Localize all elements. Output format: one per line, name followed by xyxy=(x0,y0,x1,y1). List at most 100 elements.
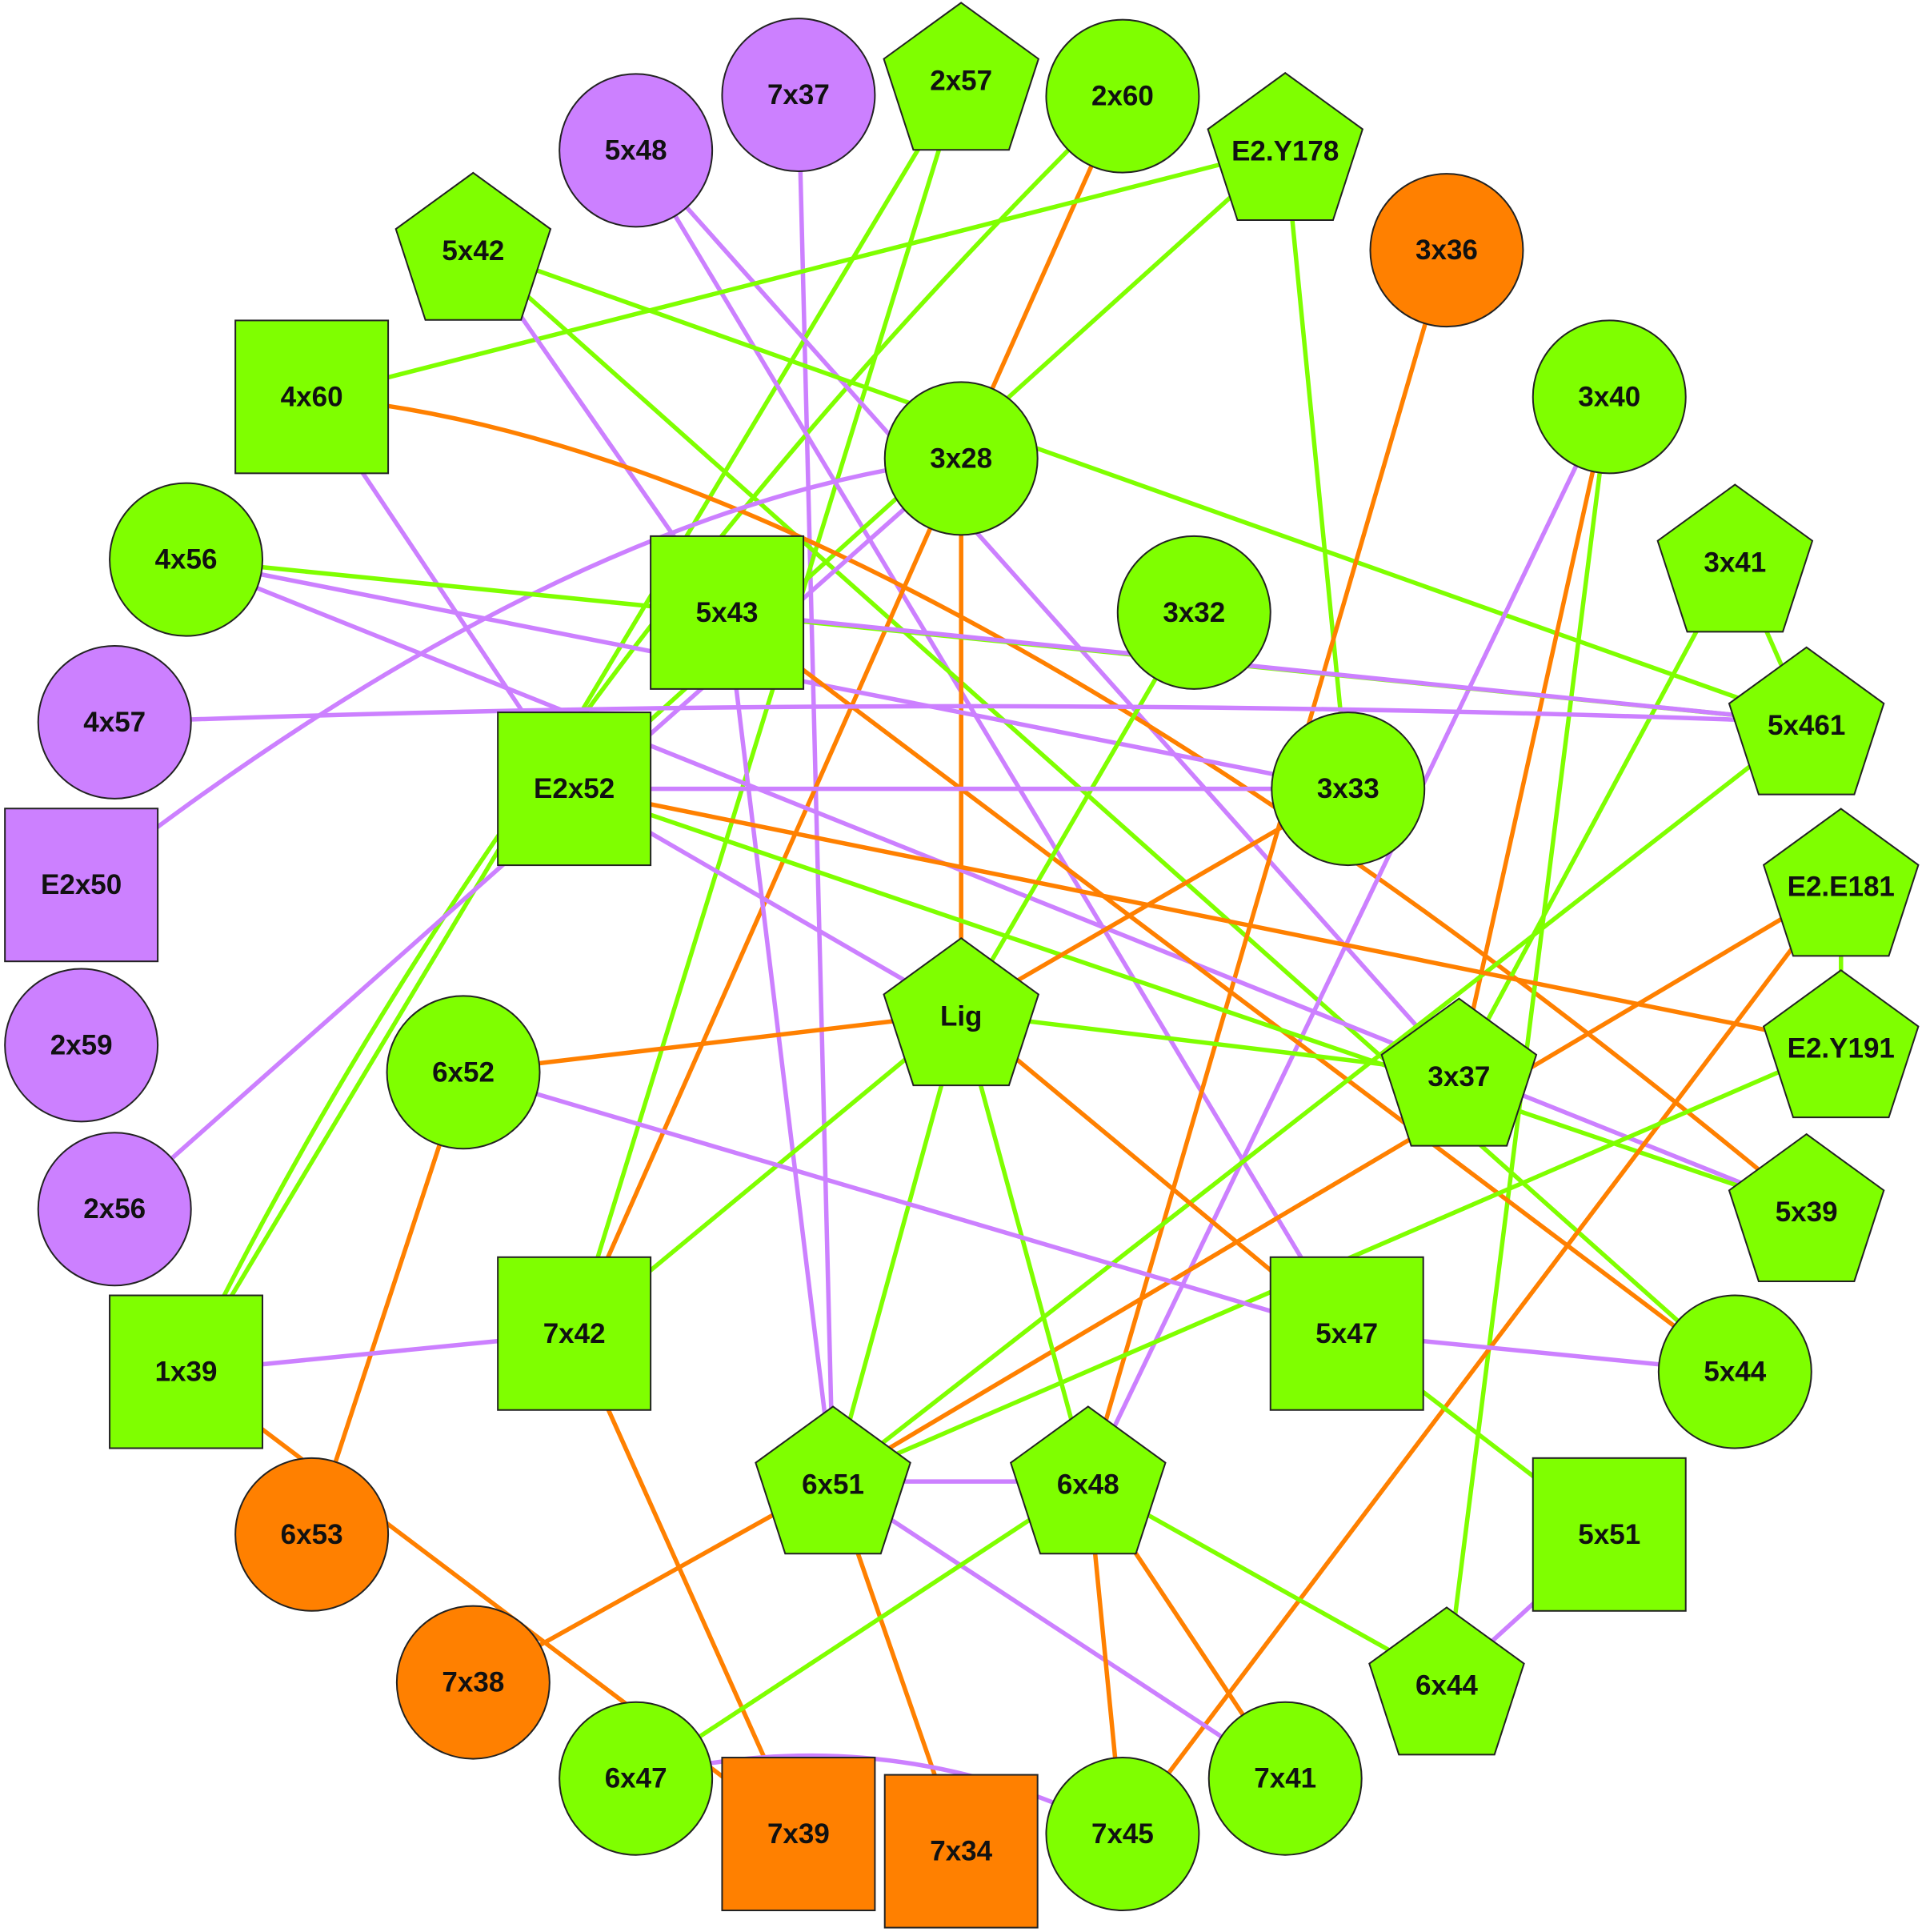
edge-6x52-5x47 xyxy=(461,1070,1349,1337)
node-7x45[interactable]: 7x45 xyxy=(1045,1757,1200,1912)
node-1x39[interactable]: 1x39 xyxy=(109,1294,264,1449)
node-square-shape xyxy=(234,319,390,475)
node-7x38[interactable]: 7x38 xyxy=(395,1605,551,1760)
edge-Lig-6x51 xyxy=(831,1011,963,1484)
node-5x44[interactable]: 5x44 xyxy=(1657,1294,1812,1449)
node-pentagon-shape xyxy=(1728,646,1885,796)
node-2x56[interactable]: 2x56 xyxy=(37,1132,192,1287)
edge-E2x52-5x39 xyxy=(571,786,1809,1212)
node-pentagon-shape xyxy=(1009,1405,1167,1555)
edge-5x43-5x461 xyxy=(724,610,1809,725)
node-pentagon-shape xyxy=(883,937,1040,1087)
edge-E2_E181-6x51 xyxy=(831,881,1844,1484)
node-6x44[interactable]: 6x44 xyxy=(1368,1606,1525,1756)
node-E2_E181[interactable]: E2.E181 xyxy=(1762,808,1920,957)
node-6x48[interactable]: 6x48 xyxy=(1009,1405,1167,1555)
edge-E2_Y178-4x60 xyxy=(309,146,1287,399)
edge-5x48-3x37 xyxy=(633,148,1462,1076)
node-circle-shape xyxy=(1207,1701,1363,1856)
node-pentagon-shape xyxy=(394,171,552,321)
node-circle-shape xyxy=(1657,1294,1812,1449)
edge-Lig-6x52 xyxy=(461,1011,963,1075)
node-6x53[interactable]: 6x53 xyxy=(234,1457,390,1612)
node-2x59[interactable]: 2x59 xyxy=(4,968,159,1123)
edge-3x40-6x44 xyxy=(1444,395,1612,1685)
edge-6x52-6x53 xyxy=(309,1070,466,1537)
node-3x37[interactable]: 3x37 xyxy=(1380,997,1538,1147)
node-5x51[interactable]: 5x51 xyxy=(1532,1457,1687,1612)
node-2x57[interactable]: 2x57 xyxy=(883,2,1040,151)
edge-layer xyxy=(78,75,1844,1854)
edge-5x461-6x51 xyxy=(831,719,1809,1484)
edge-E2_E181-7x45 xyxy=(1120,881,1844,1837)
node-E2x50[interactable]: E2x50 xyxy=(4,808,159,963)
node-Lig[interactable]: Lig xyxy=(883,937,1040,1087)
edge-E2_Y178-3x33 xyxy=(1283,146,1351,792)
node-4x60[interactable]: 4x60 xyxy=(234,319,390,475)
node-5x47[interactable]: 5x47 xyxy=(1269,1256,1424,1411)
node-circle-shape xyxy=(1369,173,1524,328)
node-7x34[interactable]: 7x34 xyxy=(883,1774,1039,1929)
node-circle-shape xyxy=(395,1605,551,1760)
node-pentagon-shape xyxy=(1656,483,1814,633)
node-7x37[interactable]: 7x37 xyxy=(721,18,876,173)
node-circle-shape xyxy=(1532,319,1687,475)
node-circle-shape xyxy=(1116,535,1271,690)
node-square-shape xyxy=(497,711,652,867)
node-square-shape xyxy=(1532,1457,1687,1612)
edge-5x43-6x51 xyxy=(724,610,835,1484)
node-2x60[interactable]: 2x60 xyxy=(1045,18,1200,174)
node-5x43[interactable]: 5x43 xyxy=(650,535,805,690)
node-4x57[interactable]: 4x57 xyxy=(37,644,192,800)
node-circle-shape xyxy=(883,381,1039,536)
node-3x28[interactable]: 3x28 xyxy=(883,381,1039,536)
node-square-shape xyxy=(721,1757,876,1912)
edge-3x41-3x37 xyxy=(1456,557,1738,1076)
node-circle-shape xyxy=(721,18,876,173)
edge-3x40-6x48 xyxy=(1086,395,1612,1484)
node-3x32[interactable]: 3x32 xyxy=(1116,535,1271,690)
node-pentagon-shape xyxy=(755,1405,911,1555)
node-6x52[interactable]: 6x52 xyxy=(386,995,541,1150)
edge-4x57-5x461 xyxy=(112,703,1809,725)
node-circle-shape xyxy=(1045,18,1200,174)
node-5x461[interactable]: 5x461 xyxy=(1728,646,1885,796)
edge-3x28-7x42 xyxy=(571,456,963,1337)
node-circle-shape xyxy=(109,482,264,637)
node-pentagon-shape xyxy=(1762,969,1920,1119)
node-E2_Y178[interactable]: E2.Y178 xyxy=(1207,71,1364,222)
edge-3x40-3x37 xyxy=(1456,395,1612,1076)
node-5x39[interactable]: 5x39 xyxy=(1728,1132,1885,1282)
node-square-shape xyxy=(1269,1256,1424,1411)
node-E2_Y191[interactable]: E2.Y191 xyxy=(1762,969,1920,1119)
node-E2x52[interactable]: E2x52 xyxy=(497,711,652,867)
node-circle-shape xyxy=(386,995,541,1150)
node-circle-shape xyxy=(4,968,159,1123)
edge-6x48-6x47 xyxy=(633,1479,1091,1781)
node-3x33[interactable]: 3x33 xyxy=(1271,711,1426,867)
edge-3x32-Lig xyxy=(959,610,1197,1016)
node-6x47[interactable]: 6x47 xyxy=(559,1701,714,1856)
node-7x39[interactable]: 7x39 xyxy=(721,1757,876,1912)
node-5x42[interactable]: 5x42 xyxy=(394,171,552,321)
edge-Lig-6x48 xyxy=(959,1011,1091,1484)
node-3x36[interactable]: 3x36 xyxy=(1369,173,1524,328)
node-5x48[interactable]: 5x48 xyxy=(559,73,714,228)
node-square-shape xyxy=(883,1774,1039,1929)
node-square-shape xyxy=(109,1294,264,1449)
edge-5x42-5x461 xyxy=(470,245,1809,725)
node-3x41[interactable]: 3x41 xyxy=(1656,483,1814,633)
node-4x56[interactable]: 4x56 xyxy=(109,482,264,637)
node-3x40[interactable]: 3x40 xyxy=(1532,319,1687,475)
node-6x51[interactable]: 6x51 xyxy=(755,1405,911,1555)
node-7x42[interactable]: 7x42 xyxy=(497,1256,652,1411)
node-circle-shape xyxy=(37,1132,192,1287)
node-circle-shape xyxy=(559,1701,714,1856)
node-7x41[interactable]: 7x41 xyxy=(1207,1701,1363,1856)
edge-7x42-7x39 xyxy=(571,1331,801,1837)
node-square-shape xyxy=(4,808,159,963)
node-pentagon-shape xyxy=(1728,1132,1885,1282)
node-circle-shape xyxy=(234,1457,390,1612)
edge-4x56-5x39 xyxy=(183,557,1809,1212)
